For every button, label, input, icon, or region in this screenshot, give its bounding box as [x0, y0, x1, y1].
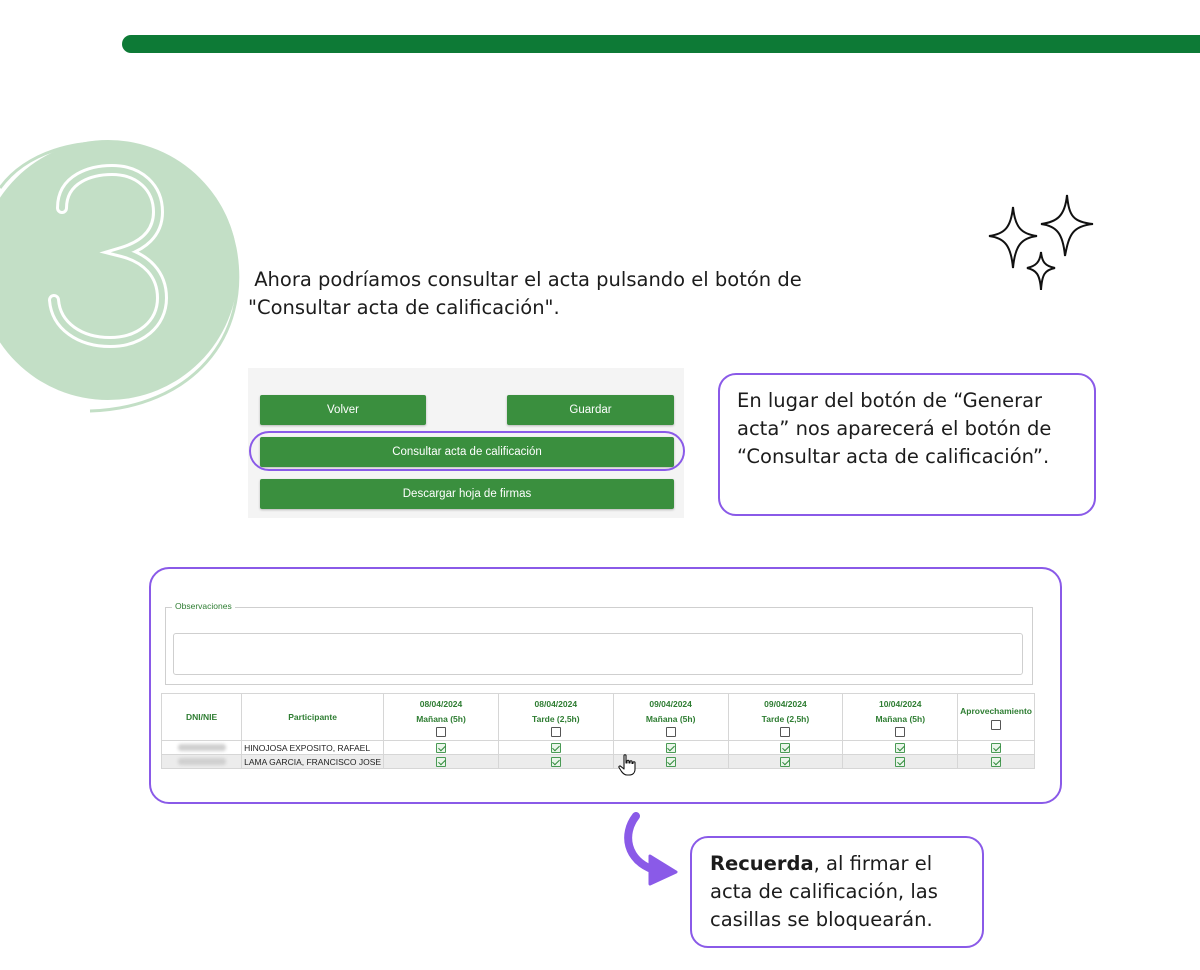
- aprovechamiento-checkbox[interactable]: [991, 756, 1002, 767]
- consultar-highlight-ring: [249, 431, 685, 471]
- reminder-callout: Recuerda, al firmar el acta de calificac…: [690, 836, 984, 948]
- intro-line-1: Ahora podríamos consultar el acta pulsan…: [248, 268, 802, 291]
- top-accent-bar: [122, 35, 1200, 53]
- attendance-checkbox[interactable]: [895, 742, 906, 753]
- blurred-dni: [177, 757, 226, 765]
- header-dni: DNI/NIE: [160, 693, 243, 741]
- observaciones-textarea[interactable]: [173, 633, 1023, 675]
- attendance-checkbox[interactable]: [436, 742, 446, 753]
- callout-generar-text: En lugar del botón de “Generar acta” nos…: [737, 389, 1052, 468]
- participante-cell: HINOJOSA EXPOSITO, RAFAEL: [241, 740, 385, 755]
- descargar-hoja-firmas-button[interactable]: Descargar hoja de firmas: [260, 479, 674, 509]
- callout-generar-acta: En lugar del botón de “Generar acta” nos…: [718, 373, 1096, 516]
- attendance-checkbox[interactable]: [665, 742, 676, 753]
- button-panel: Volver Guardar Consultar acta de calific…: [248, 368, 684, 518]
- select-all-checkbox[interactable]: [895, 727, 906, 738]
- intro-line-2: "Consultar acta de calificación".: [248, 296, 560, 319]
- select-all-checkbox[interactable]: [991, 719, 1002, 730]
- volver-button[interactable]: Volver: [260, 395, 426, 425]
- intro-text: Ahora podríamos consultar el acta pulsan…: [248, 266, 868, 322]
- participante-cell: LAMA GARCIA, FRANCISCO JOSE: [241, 754, 385, 769]
- attendance-checkbox[interactable]: [550, 756, 561, 767]
- hand-pointer-icon: [618, 754, 636, 776]
- reminder-text: , al firmar el acta de calificación, las…: [710, 852, 938, 931]
- observaciones-fieldset: Observaciones: [165, 601, 1033, 685]
- acta-table-frame: Observaciones DNI/NIE Participante 08/04…: [149, 567, 1062, 804]
- dni-cell: [160, 754, 243, 769]
- attendance-checkbox[interactable]: [780, 756, 791, 767]
- consultar-acta-button[interactable]: Consultar acta de calificación: [260, 437, 674, 467]
- reminder-bold: Recuerda: [710, 852, 814, 875]
- blurred-dni: [177, 743, 226, 751]
- table-row: LAMA GARCIA, FRANCISCO JOSE: [160, 754, 1035, 769]
- attendance-checkbox[interactable]: [550, 742, 561, 753]
- header-aprovechamiento: Aprovechamiento: [957, 693, 1035, 741]
- select-all-checkbox[interactable]: [665, 727, 676, 738]
- attendance-checkbox[interactable]: [436, 756, 446, 767]
- step-number-3: [48, 163, 169, 349]
- observaciones-legend: Observaciones: [172, 601, 235, 611]
- attendance-checkbox[interactable]: [665, 756, 676, 767]
- dni-cell: [160, 740, 243, 755]
- select-all-checkbox[interactable]: [780, 727, 791, 738]
- select-all-checkbox[interactable]: [436, 727, 446, 738]
- attendance-checkbox[interactable]: [780, 742, 791, 753]
- curved-arrow-icon: [624, 812, 678, 886]
- select-all-checkbox[interactable]: [550, 727, 561, 738]
- guardar-button[interactable]: Guardar: [507, 395, 674, 425]
- attendance-checkbox[interactable]: [895, 756, 906, 767]
- sparkles-icon: [988, 194, 1094, 291]
- header-participante: Participante: [241, 693, 385, 741]
- aprovechamiento-checkbox[interactable]: [991, 742, 1002, 753]
- table-row: HINOJOSA EXPOSITO, RAFAEL: [160, 740, 1035, 755]
